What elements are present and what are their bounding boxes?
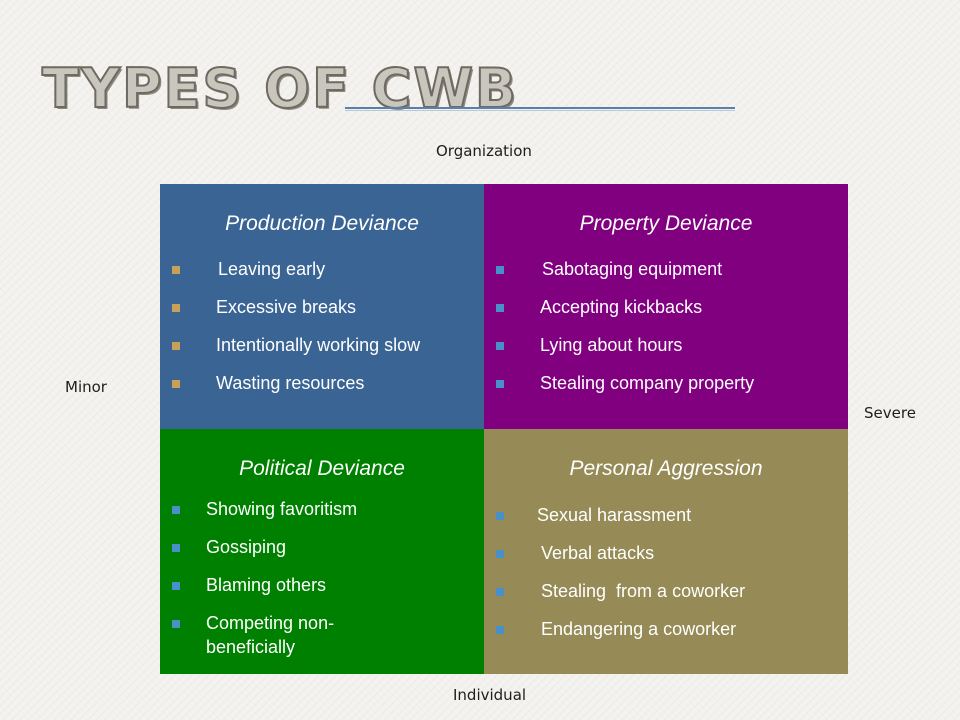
list-item: Accepting kickbacks bbox=[496, 297, 754, 318]
list-item: Competing non- bbox=[172, 613, 357, 634]
list-item-label: Gossiping bbox=[206, 537, 287, 557]
quadrant-list: Sexual harassment Verbal attacks Stealin… bbox=[496, 505, 745, 640]
list-item: Excessive breaks bbox=[172, 297, 420, 318]
axis-label-bottom: Individual bbox=[453, 686, 527, 704]
list-item-label: Competing non- bbox=[206, 613, 335, 633]
list-item: Intentionally working slow bbox=[172, 335, 420, 356]
axis-label-top: Organization bbox=[436, 142, 532, 160]
bullet-icon bbox=[172, 266, 180, 274]
bullet-icon bbox=[496, 550, 504, 558]
list-item: Sabotaging equipment bbox=[496, 259, 754, 280]
list-item: Stealing company property bbox=[496, 373, 754, 394]
title-underline bbox=[345, 107, 735, 109]
list-item: Stealing from a coworker bbox=[496, 581, 745, 602]
list-item-label: Sabotaging equipment bbox=[542, 259, 723, 279]
bullet-icon bbox=[172, 544, 180, 552]
list-item-label: Excessive breaks bbox=[216, 297, 357, 317]
quadrant-production-deviance: Production Deviance Leaving early Excess… bbox=[160, 184, 484, 429]
list-item-label: Accepting kickbacks bbox=[540, 297, 703, 317]
quadrant-property-deviance: Property Deviance Sabotaging equipment A… bbox=[484, 184, 848, 429]
list-item-label: Intentionally working slow bbox=[216, 335, 421, 355]
quadrant-list: Showing favoritism Gossiping Blaming oth… bbox=[172, 499, 357, 658]
list-item-label: Verbal attacks bbox=[541, 543, 655, 563]
list-item-label: Wasting resources bbox=[216, 373, 365, 393]
list-item-continuation: beneficially bbox=[172, 637, 357, 658]
title-underline-secondary bbox=[345, 110, 735, 111]
list-item: Endangering a coworker bbox=[496, 619, 745, 640]
list-item: Sexual harassment bbox=[496, 505, 745, 526]
list-item: Verbal attacks bbox=[496, 543, 745, 564]
list-item: Gossiping bbox=[172, 537, 357, 558]
quadrant-title: Property Deviance bbox=[579, 212, 753, 235]
bullet-icon bbox=[172, 620, 180, 628]
quadrant-title: Personal Aggression bbox=[569, 457, 763, 480]
bullet-icon bbox=[172, 342, 180, 350]
axis-label-left: Minor bbox=[65, 378, 107, 396]
list-item-label: Endangering a coworker bbox=[541, 619, 737, 639]
quadrant-list: Leaving early Excessive breaks Intention… bbox=[172, 259, 420, 394]
axis-label-right: Severe bbox=[864, 404, 916, 422]
quadrant-title: Production Deviance bbox=[225, 212, 419, 235]
bullet-icon bbox=[496, 588, 504, 596]
bullet-icon bbox=[496, 342, 504, 350]
bullet-icon bbox=[172, 506, 180, 514]
bullet-icon bbox=[496, 512, 504, 520]
list-item: Blaming others bbox=[172, 575, 357, 596]
list-item-label: Stealing from a coworker bbox=[541, 581, 746, 601]
bullet-icon bbox=[172, 582, 180, 590]
bullet-icon bbox=[496, 304, 504, 312]
list-item: Leaving early bbox=[172, 259, 420, 280]
bullet-icon bbox=[496, 380, 504, 388]
list-item: Showing favoritism bbox=[172, 499, 357, 520]
quadrant-political-deviance: Political Deviance Showing favoritism Go… bbox=[160, 429, 484, 674]
list-item: Lying about hours bbox=[496, 335, 754, 356]
quadrant-title: Political Deviance bbox=[239, 457, 405, 480]
list-item-label: Lying about hours bbox=[540, 335, 683, 355]
list-item-label: Stealing company property bbox=[540, 373, 755, 393]
list-item-label: Sexual harassment bbox=[537, 505, 692, 525]
list-item-label: Blaming others bbox=[206, 575, 327, 595]
quadrant-list: Sabotaging equipment Accepting kickbacks… bbox=[496, 259, 754, 394]
quadrant-personal-aggression: Personal Aggression Sexual harassment Ve… bbox=[484, 429, 848, 674]
list-item-label: Showing favoritism bbox=[206, 499, 358, 519]
list-item-label: beneficially bbox=[206, 637, 296, 657]
bullet-icon bbox=[496, 626, 504, 634]
bullet-icon bbox=[172, 304, 180, 312]
bullet-icon bbox=[172, 380, 180, 388]
list-item-label: Leaving early bbox=[218, 259, 326, 279]
list-item: Wasting resources bbox=[172, 373, 420, 394]
bullet-icon bbox=[496, 266, 504, 274]
